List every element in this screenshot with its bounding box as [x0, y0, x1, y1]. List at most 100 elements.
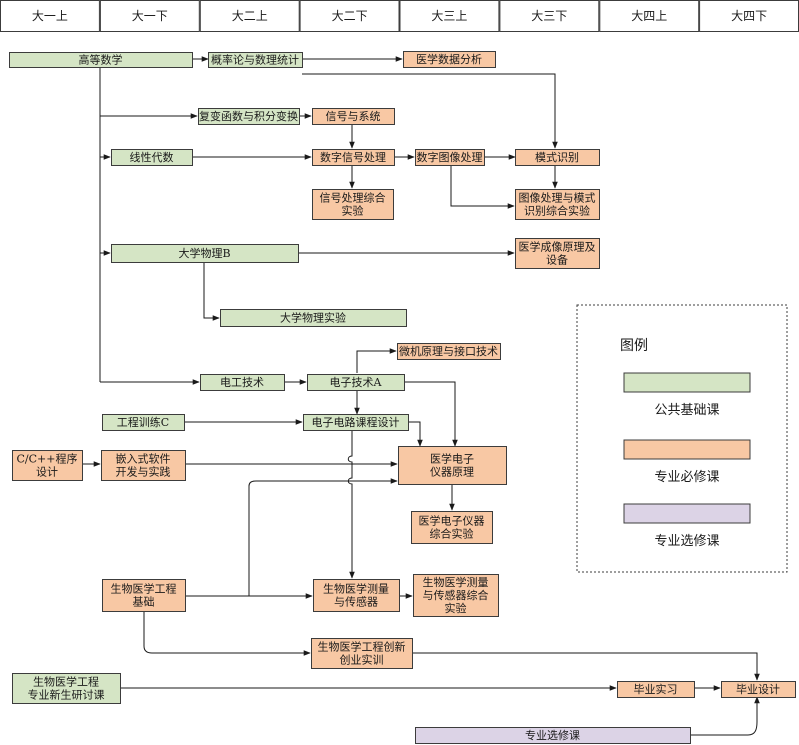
- course-box-yxcx: [515, 238, 600, 269]
- course-bysx: 毕业实习: [617, 681, 695, 698]
- legend-label-major-elective: 专业选修课: [654, 534, 719, 549]
- course-bysj: 毕业设计: [721, 681, 796, 698]
- semester-cell-7: [699, 0, 799, 32]
- course-label-swcl: 与传感器: [334, 596, 378, 609]
- prerequisite-arrows: [82, 56, 760, 736]
- course-label-cprog: 设计: [36, 466, 58, 479]
- course-box-qrsrj: [101, 450, 186, 481]
- course-szxh: 数字信号处理: [312, 149, 395, 166]
- course-box-txsy: [515, 189, 600, 220]
- course-sztx: 数字图像处理: [415, 149, 485, 166]
- edge-swjc-cxsx: [143, 611, 311, 656]
- course-zyxx: 专业选修课: [415, 727, 691, 744]
- semester-label-1: 大一下: [132, 9, 168, 23]
- course-label-yxyq: 医学电子: [430, 452, 474, 466]
- course-label-yxcx: 设备: [546, 253, 568, 267]
- course-box-xxds: [111, 149, 193, 166]
- course-box-wjyl: [397, 343, 501, 360]
- course-box-xsyt: [12, 673, 121, 704]
- legend-swatch-major-elective: [623, 503, 751, 524]
- edge-swjc-yxyq: [248, 478, 398, 596]
- semester-label-4: 大三上: [431, 9, 467, 23]
- semester-cell-5: [499, 0, 600, 32]
- course-label-swjc: 基础: [133, 596, 155, 609]
- course-xhxt: 信号与系统: [312, 108, 395, 125]
- course-box-yxsj: [403, 51, 496, 68]
- edge-glsl-mssb: [302, 73, 558, 149]
- course-box-cxsx: [311, 638, 413, 669]
- course-box-gcxl: [102, 414, 185, 431]
- course-label-yxsj: 医学数据分析: [416, 52, 482, 66]
- course-label-swsy: 与传感器综合: [423, 588, 489, 602]
- course-label-txsy: 图像处理与模式: [519, 192, 596, 205]
- course-box-dzjs: [307, 374, 405, 391]
- course-label-yqsy: 综合实验: [430, 527, 474, 541]
- course-dgjs: 电工技术: [200, 374, 285, 391]
- course-box-cprog: [12, 450, 83, 481]
- course-label-txsy: 识别综合实验: [524, 204, 590, 218]
- edge-cxsx-bysj: [412, 652, 760, 681]
- course-box-gdsx: [9, 52, 193, 68]
- course-label-sztx: 数字图像处理: [417, 150, 483, 164]
- edge-dzsj-swcl: [347, 431, 355, 579]
- legend-swatch-major-required: [623, 439, 751, 460]
- course-label-xsyt: 专业新生研讨课: [28, 688, 105, 702]
- course-box-bysj: [721, 681, 796, 698]
- course-label-glsl: 概率论与数理统计: [211, 53, 299, 67]
- semester-label-3: 大二下: [332, 9, 368, 23]
- course-mssb: 模式识别: [515, 149, 600, 166]
- semester-cell-2: [199, 0, 300, 32]
- course-label-swsy: 实验: [445, 601, 467, 615]
- course-label-wlsy: 大学物理实验: [280, 311, 346, 325]
- course-label-xhxt: 信号与系统: [326, 110, 381, 123]
- course-label-dzsj: 电子电路课程设计: [312, 416, 400, 429]
- semester-label-0: 大一上: [32, 9, 68, 23]
- course-box-dgjs: [200, 374, 285, 391]
- semester-label-2: 大二上: [232, 9, 268, 23]
- course-label-cxsx: 生物医学工程创新: [318, 640, 406, 654]
- legend-swatch-public: [623, 372, 751, 393]
- course-label-bysj: 毕业设计: [736, 683, 780, 696]
- course-label-xxds: 线性代数: [130, 150, 174, 164]
- course-yxsj: 医学数据分析: [403, 51, 496, 68]
- edge-dxwl-wlsy: [203, 262, 220, 321]
- course-label-swsy: 生物医学测量: [423, 575, 489, 589]
- semester-cell-0: [0, 0, 100, 32]
- course-label-cxsx: 创业实训: [340, 653, 384, 667]
- course-label-dxwl: 大学物理B: [178, 246, 230, 260]
- edge-dzjs-wjyl: [356, 348, 397, 373]
- course-fbhs: 复变函数与积分变换: [198, 108, 300, 125]
- course-label-yxyq: 仪器原理: [430, 466, 474, 479]
- legend-label-public: 公共基础课: [654, 403, 719, 418]
- course-label-xhsy: 实验: [342, 204, 364, 218]
- course-box-xhxt: [312, 108, 395, 125]
- course-label-qrsrj: 嵌入式软件: [116, 452, 171, 466]
- course-box-zyxx: [415, 727, 691, 744]
- course-label-fbhs: 复变函数与积分变换: [199, 109, 298, 123]
- course-xxds: 线性代数: [111, 149, 193, 166]
- semester-header: 大一上大一下大二上大二下大三上大三下大四上大四下: [0, 0, 799, 32]
- legend-label-major-required: 专业必修课: [654, 470, 719, 485]
- edge-zyxx-bysj: [690, 696, 760, 736]
- course-label-yqsy: 医学电子仪器: [419, 514, 485, 528]
- course-glsl: 概率论与数理统计: [208, 52, 303, 68]
- course-label-zyxx: 专业选修课: [525, 728, 580, 742]
- course-box-swjc: [102, 579, 186, 612]
- legend: 图例 公共基础课 专业必修课 专业选修课: [576, 304, 788, 573]
- course-box-mssb: [515, 149, 600, 166]
- course-wjyl: 微机原理与接口技术: [397, 343, 501, 360]
- semester-label-7: 大四下: [731, 9, 767, 23]
- course-box-dzsj: [303, 414, 409, 431]
- course-gdsx: 高等数学: [9, 52, 193, 68]
- course-wlsy: 大学物理实验: [220, 309, 407, 327]
- course-dxwl: 大学物理B: [111, 244, 299, 263]
